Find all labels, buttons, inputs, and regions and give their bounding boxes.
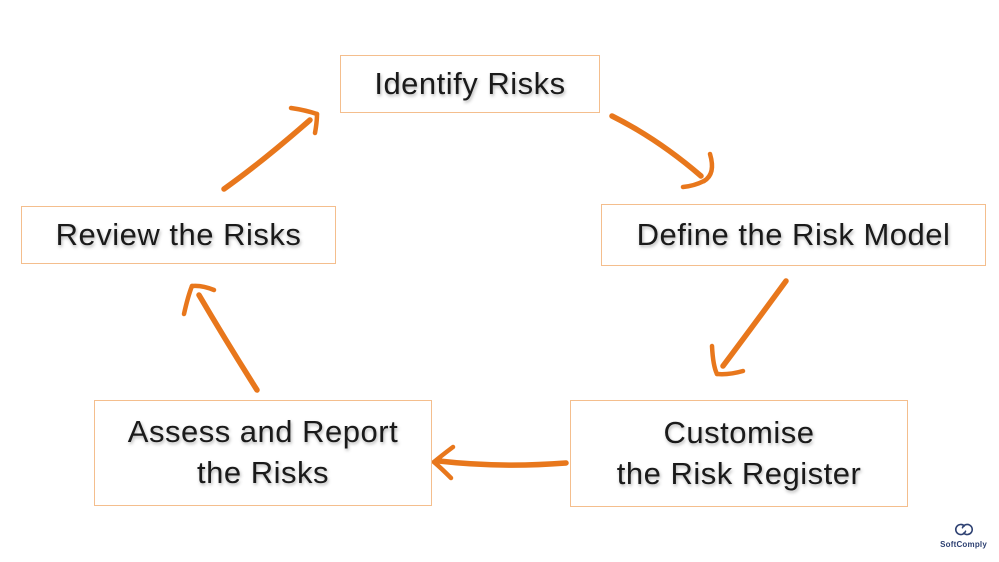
softcomply-logo-icon xyxy=(954,523,973,536)
arrow-define-to-customise xyxy=(709,278,789,377)
node-customise-line-1: Customise xyxy=(663,414,815,450)
node-define-risk-model-label: Define the Risk Model xyxy=(636,216,951,252)
node-assess-report-risks: Assess and Report the Risks xyxy=(94,400,432,506)
node-assess-line-1: Assess and Report xyxy=(127,414,399,450)
node-review-risks: Review the Risks xyxy=(21,206,336,264)
arrow-identify-to-define xyxy=(609,113,715,190)
node-customise-line-2: the Risk Register xyxy=(616,455,862,491)
arrow-assess-to-review xyxy=(181,283,260,393)
node-customise-risk-register: Customise the Risk Register xyxy=(570,400,908,507)
node-identify-risks-label: Identify Risks xyxy=(374,65,566,101)
arrow-customise-to-assess xyxy=(431,444,569,481)
node-define-risk-model: Define the Risk Model xyxy=(601,204,986,266)
node-assess-line-2: the Risks xyxy=(197,455,329,490)
node-review-risks-label: Review the Risks xyxy=(55,216,302,252)
arrow-review-to-identify xyxy=(221,105,320,192)
softcomply-brand: SoftComply xyxy=(940,521,987,549)
softcomply-logo-text: SoftComply xyxy=(940,540,987,549)
node-identify-risks: Identify Risks xyxy=(340,55,600,113)
